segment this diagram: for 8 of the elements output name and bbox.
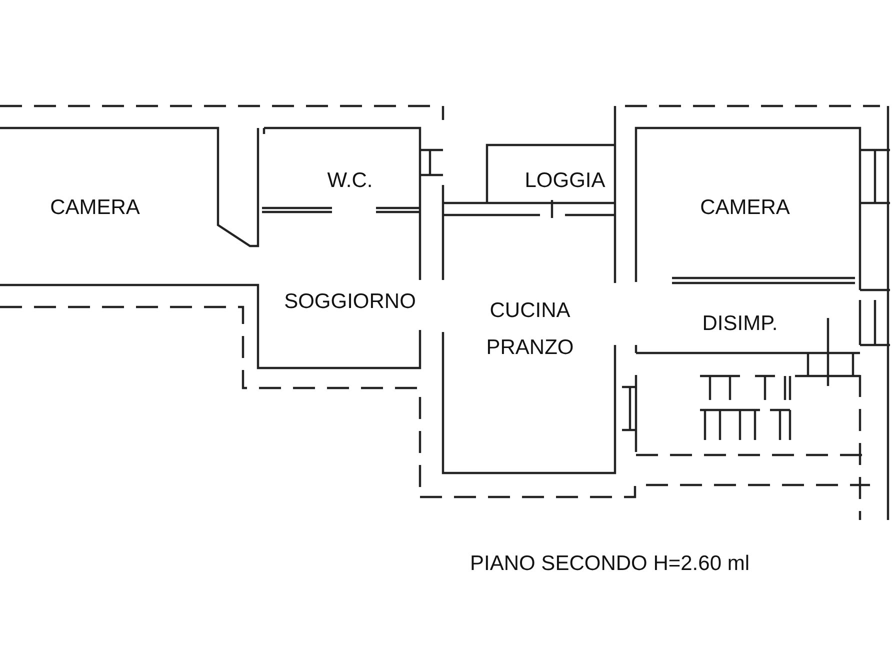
room-label: W.C. [326, 168, 374, 194]
room-label: LOGGIA [524, 168, 606, 194]
room-label: CAMERA [49, 195, 141, 221]
caption: PIANO SECONDO H=2.60 ml [470, 552, 750, 576]
room-label: CUCINA PRANZO [485, 298, 575, 361]
room-label: DISIMP. [701, 311, 779, 337]
room-label: SOGGIORNO [283, 289, 417, 315]
room-label: CAMERA [699, 195, 791, 221]
